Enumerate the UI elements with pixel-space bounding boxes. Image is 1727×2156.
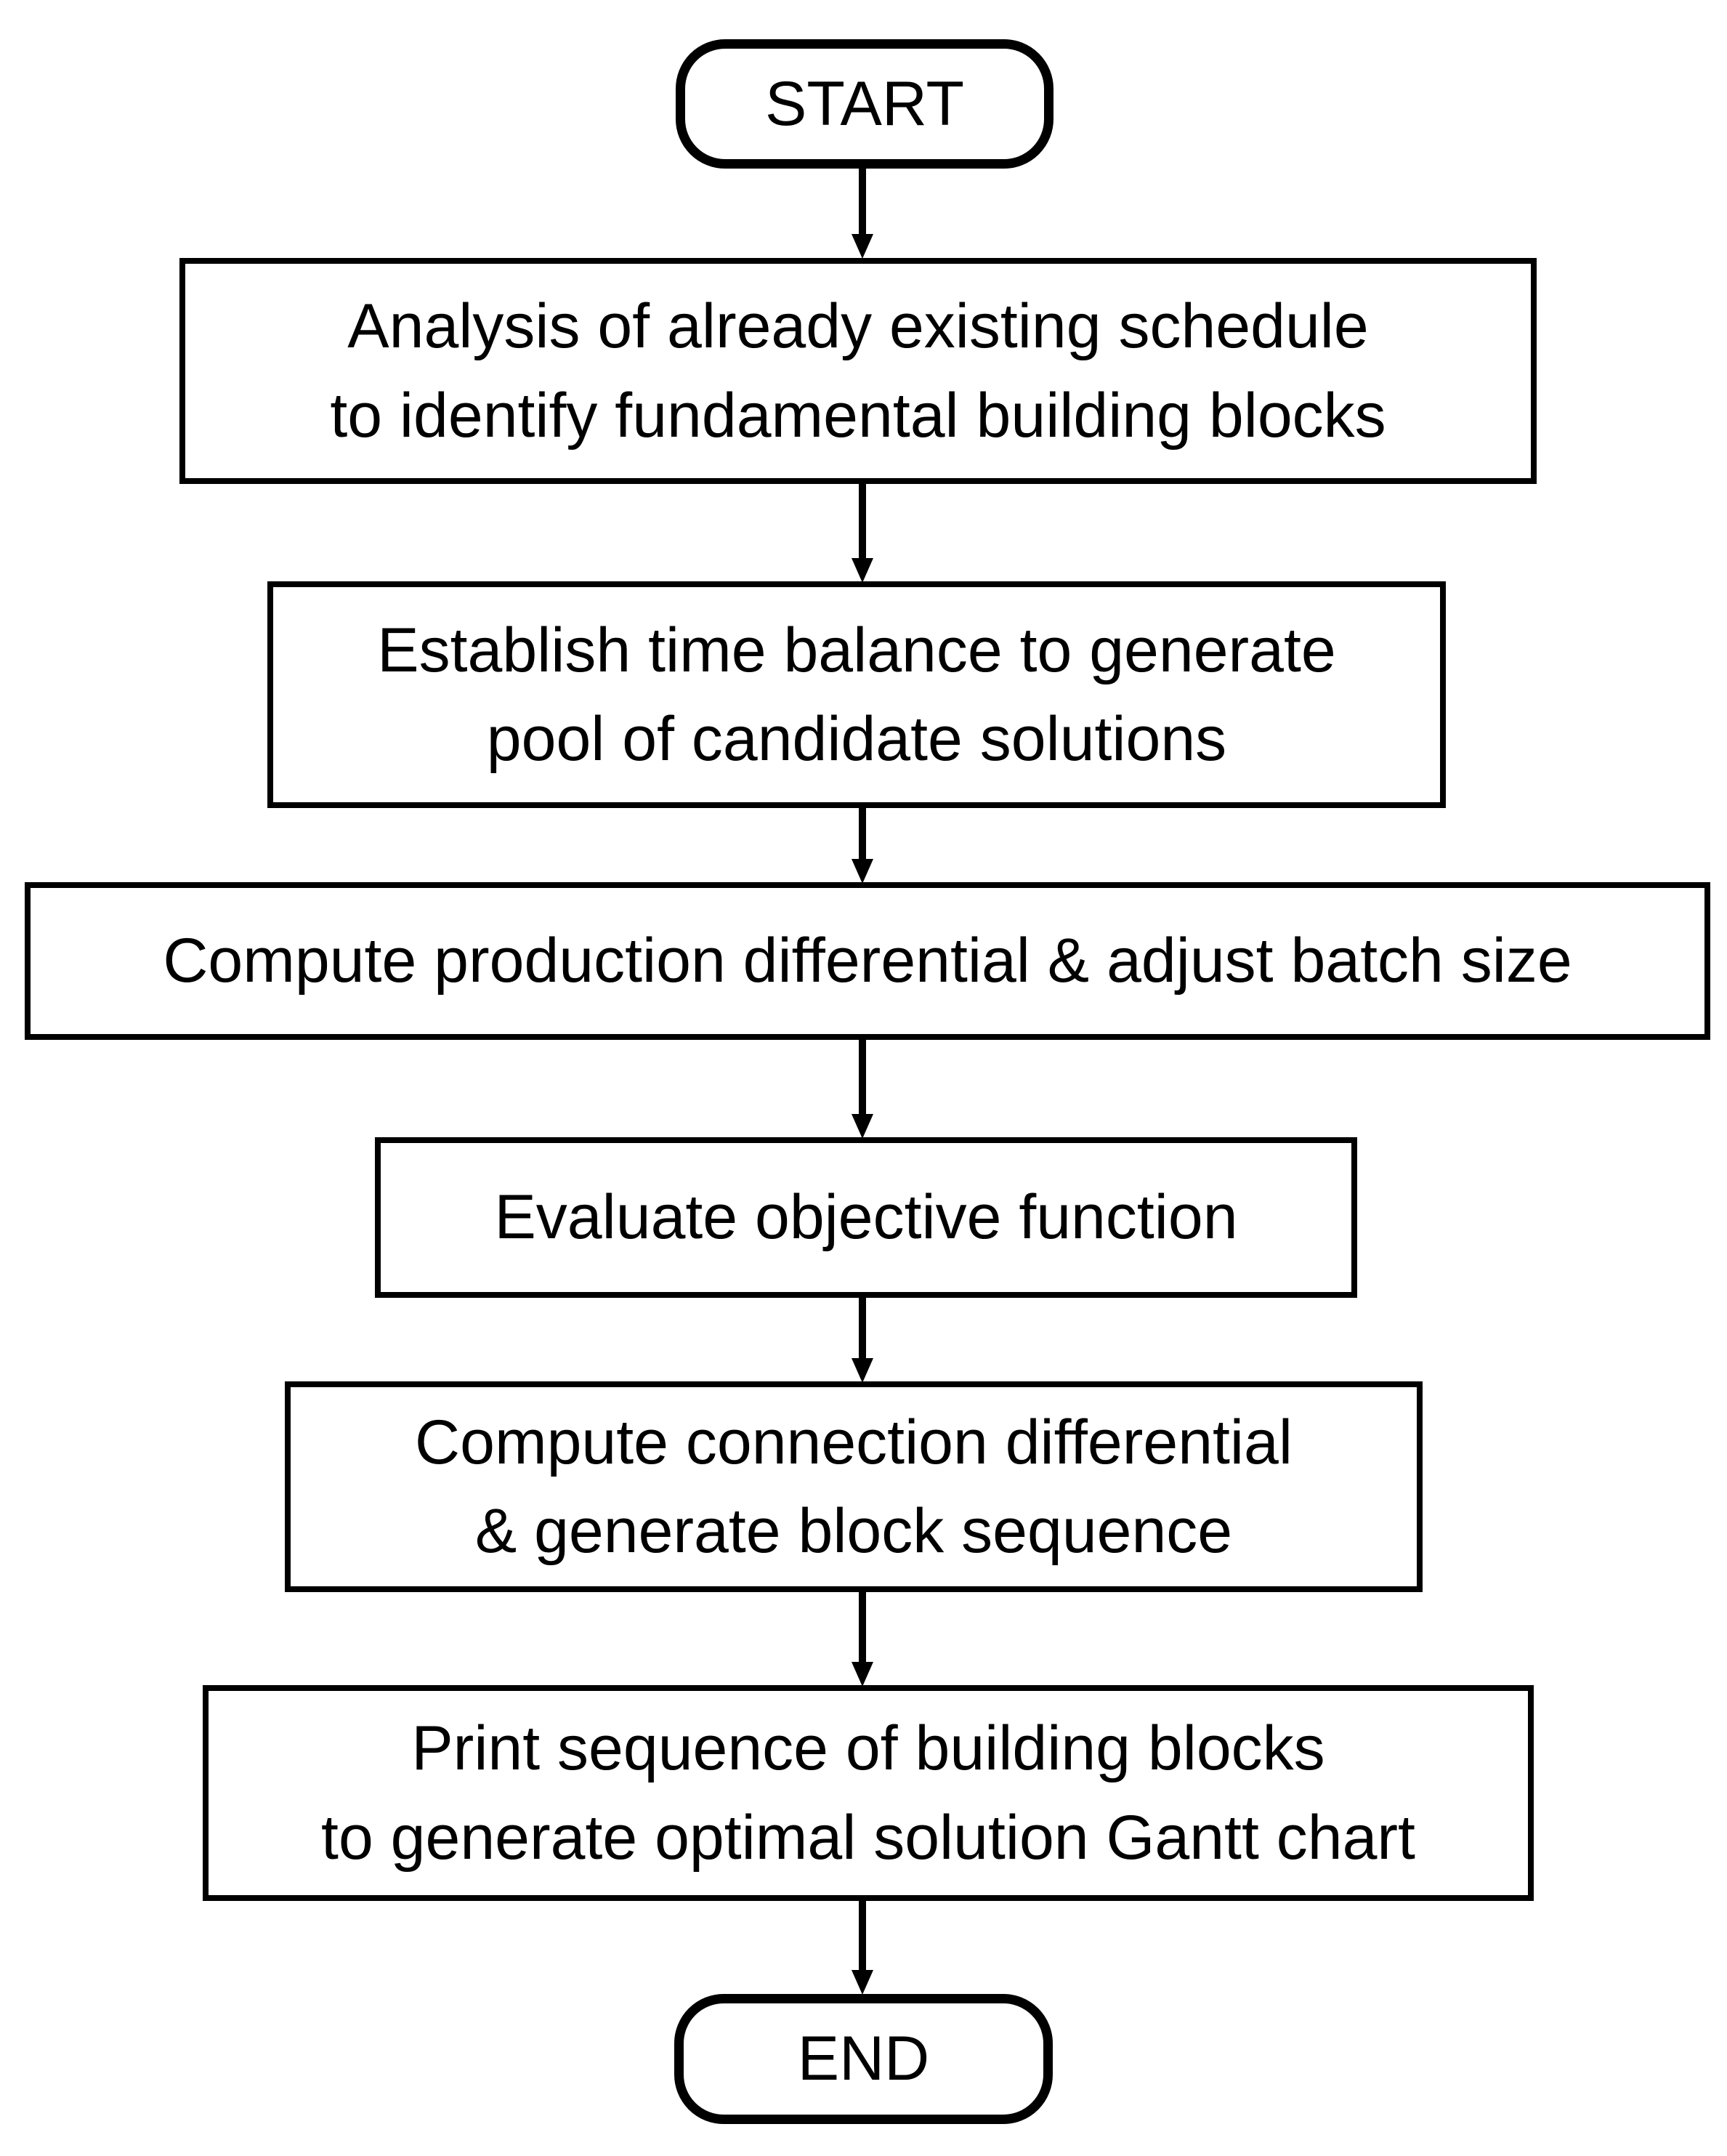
process-node-analysis: Analysis of already existing schedule to… — [179, 258, 1537, 484]
arrow-down-icon-print-to-end — [852, 1901, 873, 1995]
arrow-down-icon-production-to-objective — [852, 1040, 873, 1139]
end-node: END — [674, 1994, 1053, 2124]
process-node-print-sequence: Print sequence of building blocks to gen… — [203, 1685, 1534, 1901]
arrow-down-icon-time-balance-to-production — [852, 808, 873, 884]
process-node-connection-differential: Compute connection differential & genera… — [285, 1381, 1423, 1592]
process-node-time-balance: Establish time balance to generate pool … — [267, 581, 1446, 808]
start-node: START — [676, 39, 1053, 169]
arrow-down-icon-analysis-to-time-balance — [852, 484, 873, 583]
arrow-down-icon-objective-to-connection — [852, 1298, 873, 1383]
process-node-objective-function: Evaluate objective function — [375, 1137, 1357, 1298]
arrow-down-icon-start-to-analysis — [852, 167, 873, 259]
process-node-production-differential: Compute production differential & adjust… — [25, 882, 1710, 1040]
arrow-down-icon-connection-to-print — [852, 1592, 873, 1687]
